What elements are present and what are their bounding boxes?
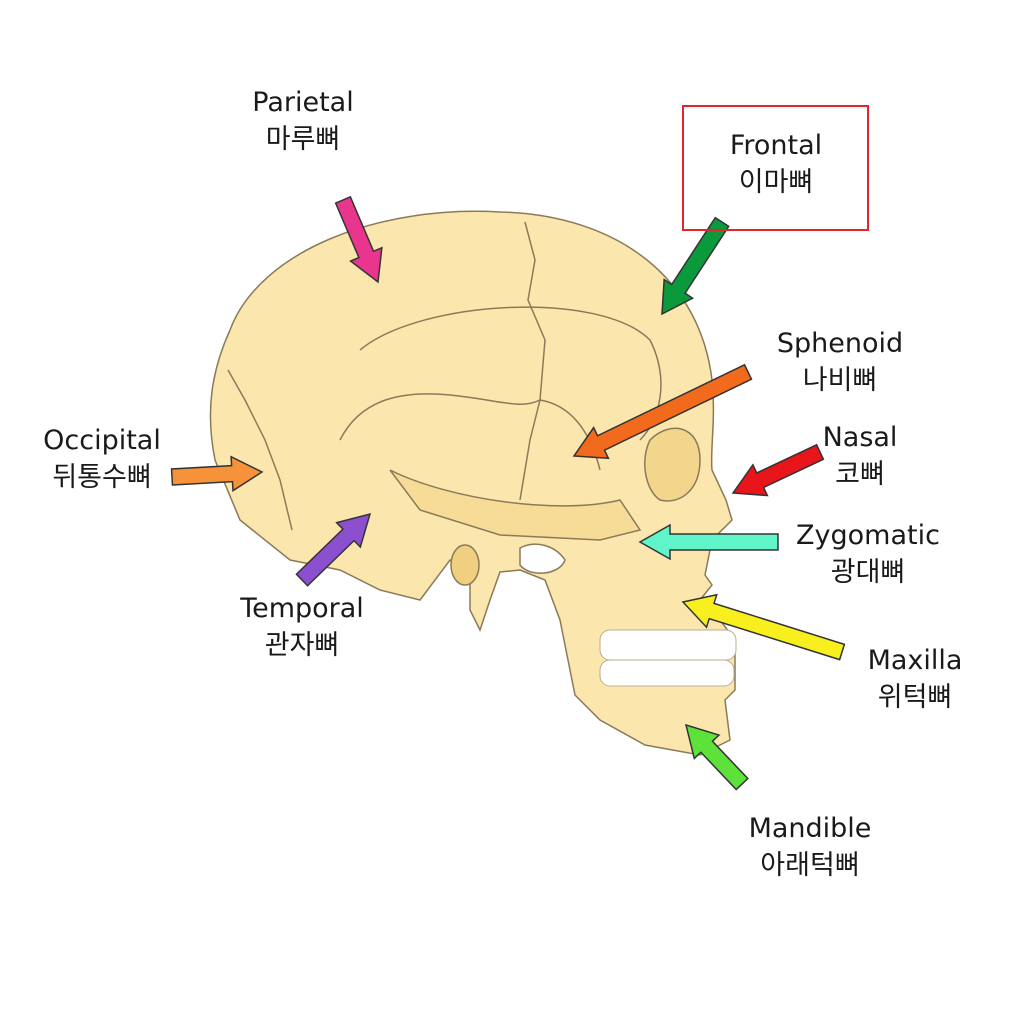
skull <box>209 210 736 756</box>
lambdoid-suture <box>227 369 293 531</box>
arrow-maxilla <box>681 593 846 661</box>
orbit <box>644 427 701 502</box>
label-occipital: Occipital 뒤통수뼈 <box>43 422 161 496</box>
label-parietal-ko: 마루뼈 <box>265 124 341 155</box>
arrow-nasal <box>731 443 825 497</box>
label-mandible-en: Mandible <box>748 813 872 844</box>
label-temporal: Temporal 관자뼈 <box>240 590 364 664</box>
temporal-line <box>359 306 662 441</box>
label-sphenoid: Sphenoid 나비뼈 <box>777 325 903 399</box>
mandible-notch <box>519 543 566 574</box>
label-temporal-ko: 관자뼈 <box>264 630 340 661</box>
label-maxilla-en: Maxilla <box>867 645 963 676</box>
label-occipital-ko: 뒤통수뼈 <box>52 462 152 493</box>
teeth <box>599 629 737 687</box>
coronal-suture <box>519 221 546 501</box>
upper-teeth <box>599 629 737 661</box>
label-parietal-en: Parietal <box>252 87 354 118</box>
zygomatic-arch <box>389 469 642 541</box>
frontal-highlight-box <box>682 105 869 231</box>
label-sphenoid-ko: 나비뼈 <box>802 365 878 396</box>
label-mandible-ko: 아래턱뼈 <box>760 850 860 881</box>
arrow-zygomatic <box>638 523 779 561</box>
arrow-mandible <box>684 723 749 791</box>
squamous-suture <box>339 393 601 471</box>
label-frontal-en: Frontal <box>729 130 823 161</box>
label-sphenoid-en: Sphenoid <box>776 328 904 359</box>
label-zygomatic-ko: 광대뼈 <box>830 557 906 588</box>
label-nasal: Nasal 코뼈 <box>823 419 898 493</box>
arrow-sphenoid <box>572 363 753 460</box>
arrow-occipital <box>170 455 264 492</box>
lower-teeth <box>599 659 735 687</box>
label-maxilla: Maxilla 위턱뼈 <box>868 642 963 716</box>
arrow-temporal <box>295 512 372 587</box>
arrow-frontal <box>661 216 730 316</box>
arrows <box>170 195 846 791</box>
label-occipital-en: Occipital <box>43 425 161 456</box>
label-zygomatic-en: Zygomatic <box>796 520 940 551</box>
label-frontal-ko: 이마뼈 <box>738 167 814 198</box>
arrow-parietal <box>334 195 383 284</box>
label-mandible: Mandible 아래턱뼈 <box>749 810 872 884</box>
label-zygomatic: Zygomatic 광대뼈 <box>796 517 940 591</box>
label-frontal: Frontal 이마뼈 <box>730 127 822 201</box>
cranium <box>209 210 736 756</box>
label-maxilla-ko: 위턱뼈 <box>877 682 953 713</box>
label-nasal-en: Nasal <box>822 422 898 453</box>
label-temporal-en: Temporal <box>240 593 364 624</box>
label-nasal-ko: 코뼈 <box>835 459 885 490</box>
label-parietal: Parietal 마루뼈 <box>252 84 353 158</box>
ear-canal <box>450 544 480 586</box>
